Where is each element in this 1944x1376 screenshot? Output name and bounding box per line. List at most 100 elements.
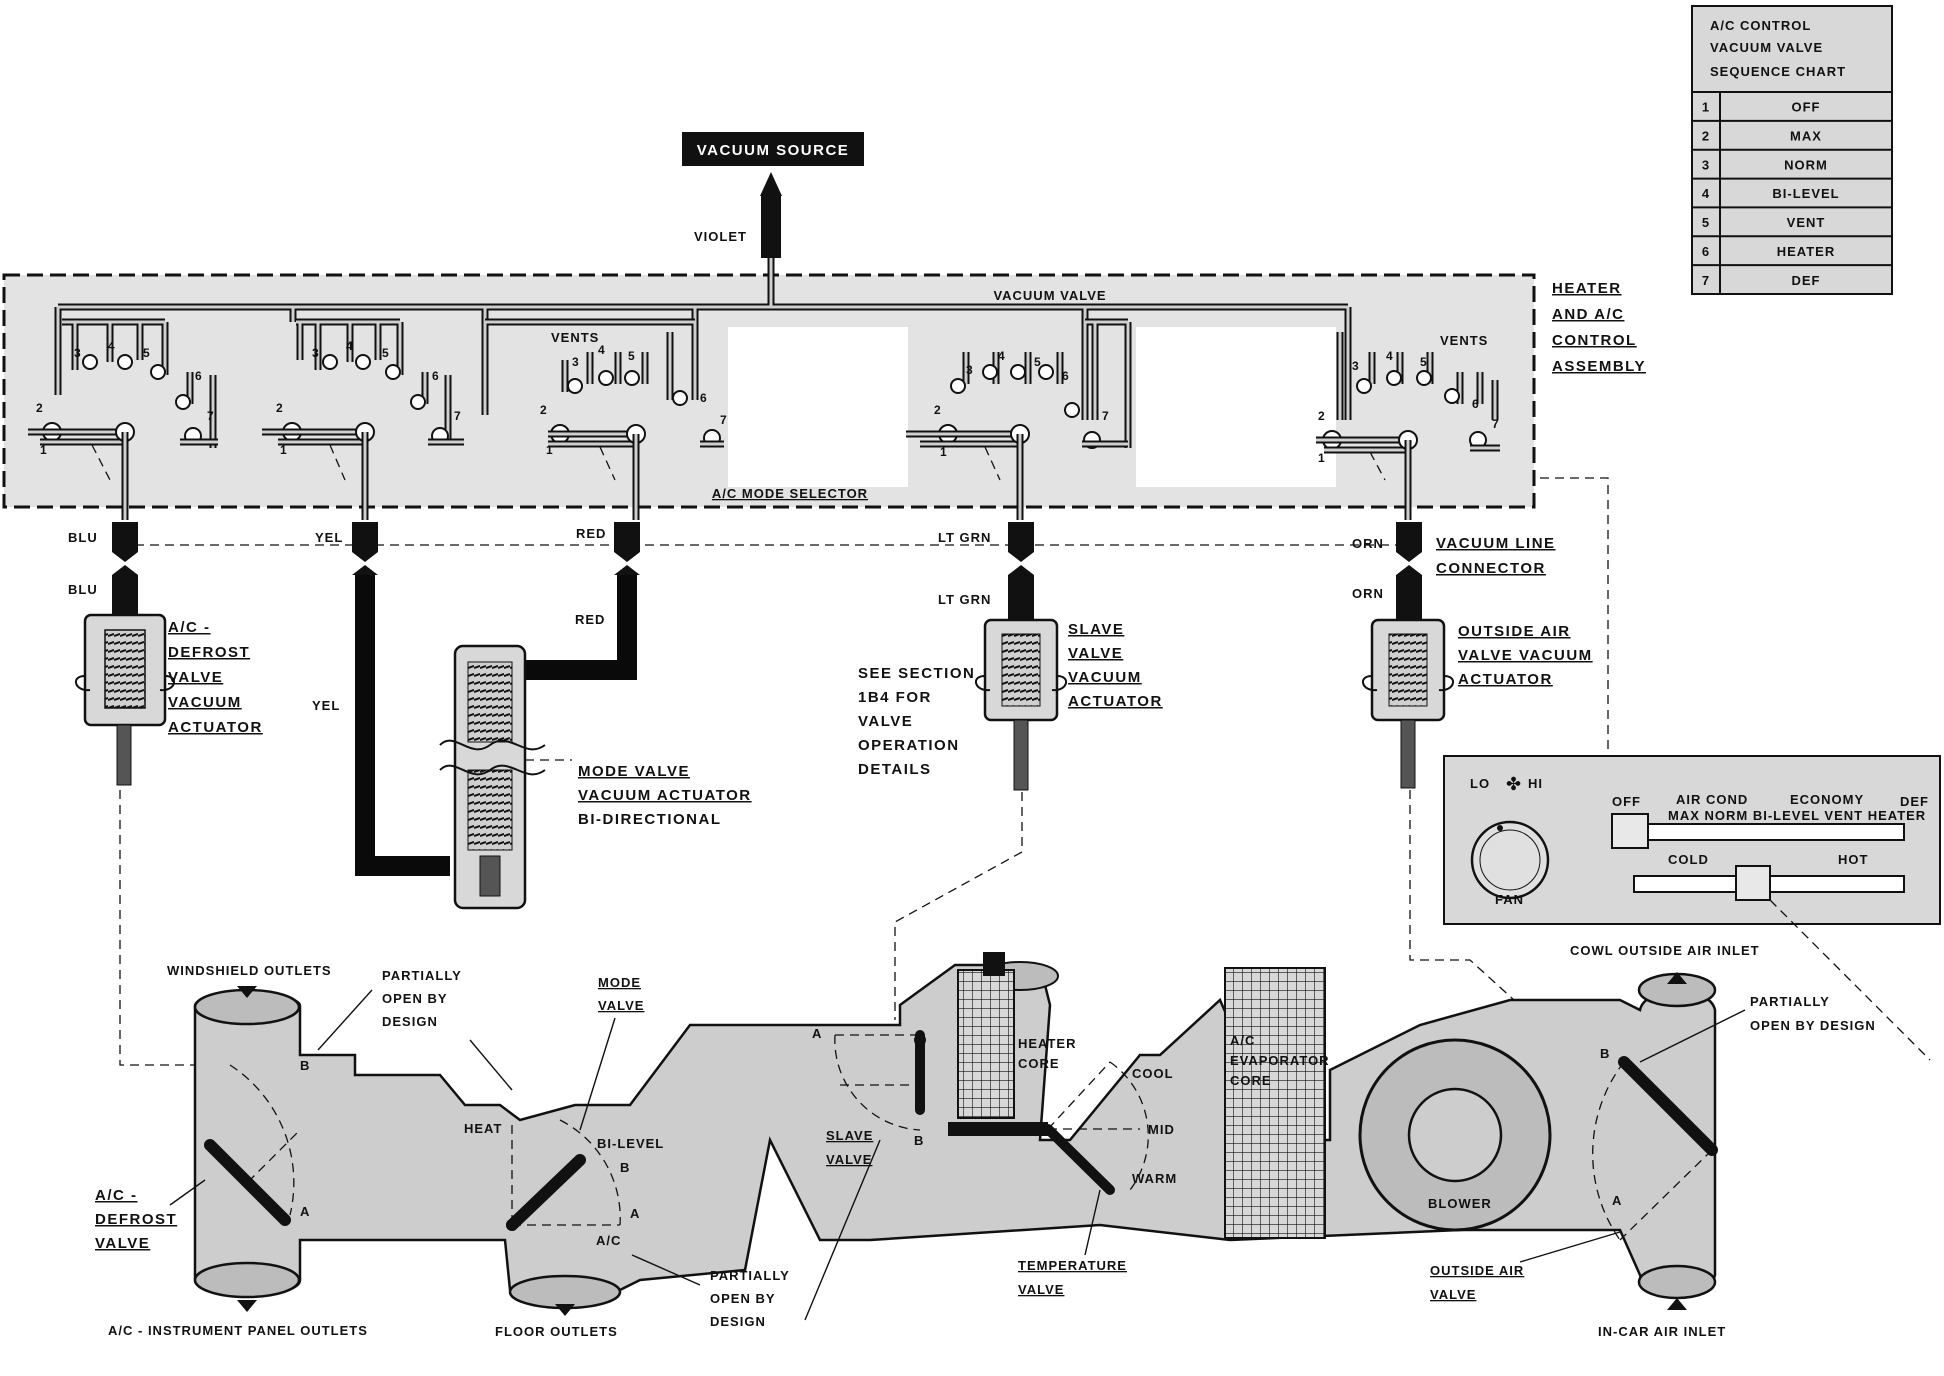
partially-open-1a: PARTIALLY	[382, 968, 462, 983]
svg-text:1: 1	[40, 443, 47, 457]
svg-text:5: 5	[628, 349, 635, 363]
svg-text:7: 7	[207, 409, 214, 423]
vents-label-1: VENTS	[551, 330, 599, 345]
fan-icon: ✤	[1506, 774, 1521, 794]
svg-text:6: 6	[432, 369, 439, 383]
evaporator-core	[1224, 967, 1326, 1239]
partially-open-3a: PARTIALLY	[1750, 994, 1830, 1009]
slave-actuator-label-2: VALVE	[1068, 645, 1123, 662]
mid-label: MID	[1148, 1122, 1175, 1137]
mode-actuator-label-3: BI-DIRECTIONAL	[578, 811, 722, 828]
evaporator-label-2: EVAPORATOR	[1230, 1053, 1330, 1068]
sequence-chart-title-2: VACUUM VALVE	[1710, 40, 1823, 55]
sequence-row-number: 3	[1702, 157, 1710, 172]
defrost-actuator-label-5: ACTUATOR	[168, 719, 263, 736]
mode-slider-track[interactable]	[1633, 823, 1905, 841]
valve-group-3: 21 34 56 7	[481, 318, 727, 481]
sequence-chart-title-1: A/C CONTROL	[1710, 18, 1811, 33]
mode-slider-handle[interactable]	[1611, 813, 1649, 849]
lo-label: LO	[1470, 776, 1490, 791]
svg-text:6: 6	[1472, 397, 1479, 411]
violet-label: VIOLET	[694, 229, 747, 244]
defrost-valve-label-2: DEFROST	[95, 1211, 177, 1228]
economy-label: ECONOMY	[1790, 792, 1864, 807]
svg-text:2: 2	[1318, 409, 1325, 423]
arrow-down-icon	[237, 1300, 257, 1312]
svg-text:6: 6	[195, 369, 202, 383]
defrost-actuator: A/C - DEFROST VALVE VACUUM ACTUATOR	[75, 613, 263, 1066]
svg-text:7: 7	[1102, 409, 1109, 423]
svg-text:3: 3	[572, 355, 579, 369]
control-assembly: VACUUM VALVE HEATER AND A/C CONTROL ASSE…	[2, 258, 1644, 520]
defrost-actuator-label-3: VALVE	[168, 669, 223, 686]
fan-label: FAN	[1495, 892, 1524, 907]
blower-label: BLOWER	[1428, 1196, 1492, 1211]
slave-valve-label-2: VALVE	[826, 1152, 872, 1167]
yel-top-label: YEL	[315, 530, 343, 545]
sequence-row-number: 5	[1702, 215, 1710, 230]
sequence-row-number: 4	[1702, 186, 1710, 201]
ltgrn-top-label: LT GRN	[938, 530, 991, 545]
arrow-down-icon	[555, 1304, 575, 1316]
vacuum-valve-label: VACUUM VALVE	[993, 288, 1106, 303]
slave-actuator-label-1: SLAVE	[1068, 621, 1124, 638]
evaporator-label-1: A/C	[1230, 1033, 1255, 1048]
air-cond-label: AIR COND	[1676, 792, 1748, 807]
slave-actuator-label-4: ACTUATOR	[1068, 693, 1163, 710]
valve-group-5: 21 34 56 7	[1316, 332, 1500, 481]
sequence-row-number: 6	[1702, 244, 1710, 259]
see-section-3: VALVE	[858, 713, 913, 730]
red-bottom-label: RED	[575, 612, 605, 627]
temp-slider-handle[interactable]	[1735, 865, 1771, 901]
sequence-row-label: BI-LEVEL	[1772, 186, 1839, 201]
see-section-2: 1B4 FOR	[858, 689, 932, 706]
heater-core-label-1: HEATER	[1018, 1036, 1076, 1051]
floor-outlets-label: FLOOR OUTLETS	[495, 1324, 618, 1339]
heater-core	[957, 969, 1015, 1119]
sequence-row-label: HEATER	[1777, 244, 1835, 259]
svg-text:1: 1	[280, 443, 287, 457]
orn-top-label: ORN	[1352, 536, 1384, 551]
heat-label: HEAT	[464, 1121, 502, 1136]
partially-open-3b: OPEN BY DESIGN	[1750, 1018, 1876, 1033]
outside-air-actuator: OUTSIDE AIR VALVE VACUUM ACTUATOR	[1362, 618, 1691, 1161]
svg-text:1: 1	[1318, 451, 1325, 465]
mode-actuator: MODE VALVE VACUUM ACTUATOR BI-DIRECTIONA…	[439, 644, 752, 910]
windshield-outlets-label: WINDSHIELD OUTLETS	[167, 963, 332, 978]
svg-text:6: 6	[1062, 369, 1069, 383]
svg-text:4: 4	[108, 339, 115, 353]
assembly-label-2: AND A/C	[1552, 306, 1624, 323]
cool-label: COOL	[1132, 1066, 1174, 1081]
evaporator-label-3: CORE	[1230, 1073, 1272, 1088]
outside-air-valve-label-1: OUTSIDE AIR	[1430, 1263, 1524, 1278]
mode-actuator-label-2: VACUUM ACTUATOR	[578, 787, 752, 804]
outside-air-actuator-label-1: OUTSIDE AIR	[1458, 623, 1571, 640]
arrow-down-icon	[1667, 972, 1687, 984]
svg-text:3: 3	[1352, 359, 1359, 373]
sequence-row-label: VENT	[1787, 215, 1826, 230]
sequence-row-label: DEF	[1792, 273, 1821, 288]
vacuum-source: VACUUM SOURCE VIOLET	[682, 132, 864, 258]
svg-text:5: 5	[1034, 355, 1041, 369]
def-label: DEF	[1900, 794, 1929, 809]
warm-label: WARM	[1132, 1171, 1177, 1186]
vacuum-line-connector-2: CONNECTOR	[1436, 560, 1546, 577]
see-section-1: SEE SECTION	[858, 665, 975, 682]
vacuum-source-label: VACUUM SOURCE	[697, 142, 850, 159]
vacuum-header-line	[54, 258, 1352, 350]
arrow-up-icon	[760, 172, 782, 196]
defrost-actuator-label-4: VACUUM	[168, 694, 242, 711]
blu-top-label: BLU	[68, 530, 98, 545]
sequence-row-number: 1	[1702, 100, 1710, 115]
defrost-actuator-label-2: DEFROST	[168, 644, 250, 661]
fan-knob[interactable]	[1470, 820, 1550, 900]
sequence-row-number: 2	[1702, 128, 1710, 143]
valve-group-4: 21 34 56 7	[906, 318, 1132, 481]
sequence-chart: A/C CONTROL VACUUM VALVE SEQUENCE CHART …	[1691, 5, 1893, 295]
yel-bottom-label: YEL	[312, 698, 340, 713]
arrow-up-icon	[237, 986, 257, 998]
defrost-actuator-label-1: A/C -	[168, 619, 211, 636]
